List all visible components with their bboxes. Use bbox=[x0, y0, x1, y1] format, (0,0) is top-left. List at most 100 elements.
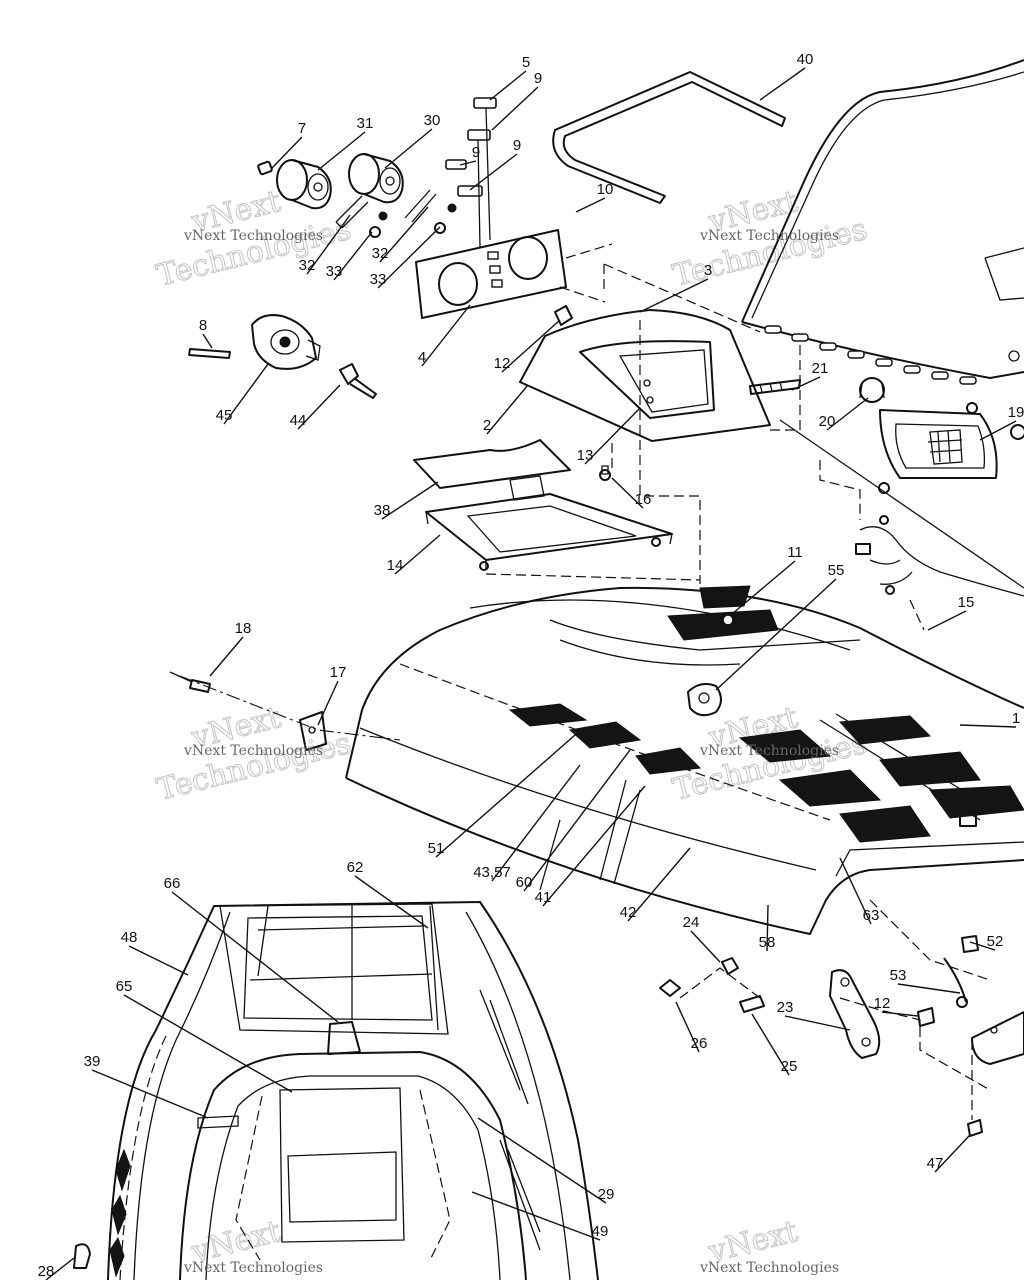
leader-line bbox=[542, 785, 646, 907]
watermark-large: vNext Technologies vNext Technologies vN… bbox=[153, 184, 871, 1271]
leader-line bbox=[979, 420, 1017, 441]
leader-line bbox=[209, 636, 244, 677]
leader-line bbox=[791, 376, 821, 391]
callout-number: 3 bbox=[704, 262, 712, 279]
leader-line bbox=[731, 560, 796, 615]
leader-line bbox=[575, 197, 606, 213]
leader-line bbox=[584, 407, 641, 465]
leader-line bbox=[715, 578, 837, 691]
leader-line bbox=[469, 153, 518, 191]
leader-line bbox=[381, 481, 439, 520]
callout-number: 30 bbox=[424, 112, 441, 129]
leader-line bbox=[501, 319, 561, 373]
hood-latch-17 bbox=[169, 671, 327, 751]
leader-line bbox=[377, 226, 441, 289]
leader-line bbox=[897, 983, 961, 994]
leader-line bbox=[271, 136, 303, 169]
leader-line bbox=[969, 941, 996, 951]
callout-number: 8 bbox=[199, 317, 207, 334]
leader-line bbox=[471, 1191, 601, 1241]
leader-line bbox=[421, 304, 471, 367]
callout-number: 47 bbox=[927, 1155, 944, 1172]
callout-number: 60 bbox=[516, 874, 533, 891]
leader-line bbox=[491, 764, 581, 882]
bracket-14 bbox=[425, 493, 673, 571]
callout-number: 55 bbox=[828, 562, 845, 579]
callout-number: 58 bbox=[759, 934, 776, 951]
callout-number: 53 bbox=[890, 967, 907, 984]
callout-number: 9 bbox=[513, 137, 521, 154]
callout-number: 40 bbox=[797, 51, 814, 68]
callout-number: 63 bbox=[863, 907, 880, 924]
leader-line bbox=[171, 891, 339, 1023]
callout-number: 23 bbox=[777, 999, 794, 1016]
callout-number: 9 bbox=[534, 70, 542, 87]
leader-line bbox=[489, 70, 527, 101]
callout-number: 12 bbox=[874, 995, 891, 1012]
callout-number: 44 bbox=[290, 412, 307, 429]
callout-number: 51 bbox=[428, 840, 445, 857]
callout-number: 65 bbox=[116, 978, 133, 995]
leader-line bbox=[223, 363, 269, 425]
leader-line bbox=[766, 904, 769, 952]
callout-number: 2 bbox=[483, 417, 491, 434]
leader-line bbox=[751, 1013, 790, 1076]
windshield bbox=[741, 59, 1024, 385]
leader-line bbox=[202, 333, 213, 349]
headlight-19 bbox=[749, 377, 1024, 494]
instrument-plate-4 bbox=[415, 229, 613, 319]
callout-number: 24 bbox=[683, 914, 700, 931]
leader-line bbox=[297, 384, 341, 430]
windshield-trim-40 bbox=[552, 71, 786, 204]
leader-line bbox=[491, 86, 539, 131]
watermark-caption: vNext Technologies bbox=[699, 743, 839, 759]
leader-line bbox=[826, 397, 869, 431]
watermark-caption: vNext Technologies bbox=[183, 743, 323, 759]
leader-line bbox=[394, 534, 441, 575]
callout-number: 21 bbox=[812, 360, 829, 377]
callout-number: 45 bbox=[216, 407, 233, 424]
leader-line bbox=[306, 214, 351, 275]
callout-number: 12 bbox=[494, 355, 511, 372]
gasket-38 bbox=[413, 439, 571, 501]
leader-line bbox=[611, 477, 644, 509]
callout-number: 25 bbox=[781, 1058, 798, 1075]
callout-number: 33 bbox=[326, 263, 343, 280]
console-2 bbox=[519, 305, 771, 481]
ignition-switch bbox=[188, 314, 377, 399]
callout-number: 33 bbox=[370, 271, 387, 288]
callout-number: 18 bbox=[235, 620, 252, 637]
wiring-harness bbox=[779, 419, 1024, 597]
callout-number: 9 bbox=[472, 144, 480, 161]
callout-number: 48 bbox=[121, 929, 138, 946]
leader-line bbox=[128, 945, 189, 976]
callout-number: 10 bbox=[597, 181, 614, 198]
watermark-caption: vNext Technologies bbox=[183, 1260, 323, 1276]
callout-number: 17 bbox=[330, 664, 347, 681]
callout-number: 15 bbox=[958, 594, 975, 611]
leader-line bbox=[317, 131, 366, 171]
watermark-caption: vNext Technologies bbox=[183, 228, 323, 244]
leader-line bbox=[379, 206, 429, 263]
leader-line bbox=[459, 160, 477, 166]
callout-number: 52 bbox=[987, 933, 1004, 950]
callout-number: 13 bbox=[577, 447, 594, 464]
leader-line bbox=[934, 1134, 971, 1173]
callout-number: 32 bbox=[299, 257, 316, 274]
leader-line bbox=[759, 67, 806, 101]
callout-number: 42 bbox=[620, 904, 637, 921]
leader-line bbox=[477, 1117, 607, 1204]
callout-number: 5 bbox=[522, 54, 530, 71]
callout-number: 43,57 bbox=[473, 864, 511, 881]
leader-line bbox=[384, 128, 433, 169]
callout-number: 1 bbox=[1012, 710, 1020, 727]
callout-number: 29 bbox=[598, 1186, 615, 1203]
watermark-caption: vNext Technologies bbox=[699, 1260, 839, 1276]
leader-line bbox=[45, 1257, 75, 1280]
callout-number: 26 bbox=[691, 1035, 708, 1052]
leader-line bbox=[675, 1001, 700, 1053]
watermark-caption: vNext Technologies bbox=[699, 228, 839, 244]
leader-line bbox=[333, 231, 373, 281]
leader-line bbox=[784, 1015, 851, 1031]
